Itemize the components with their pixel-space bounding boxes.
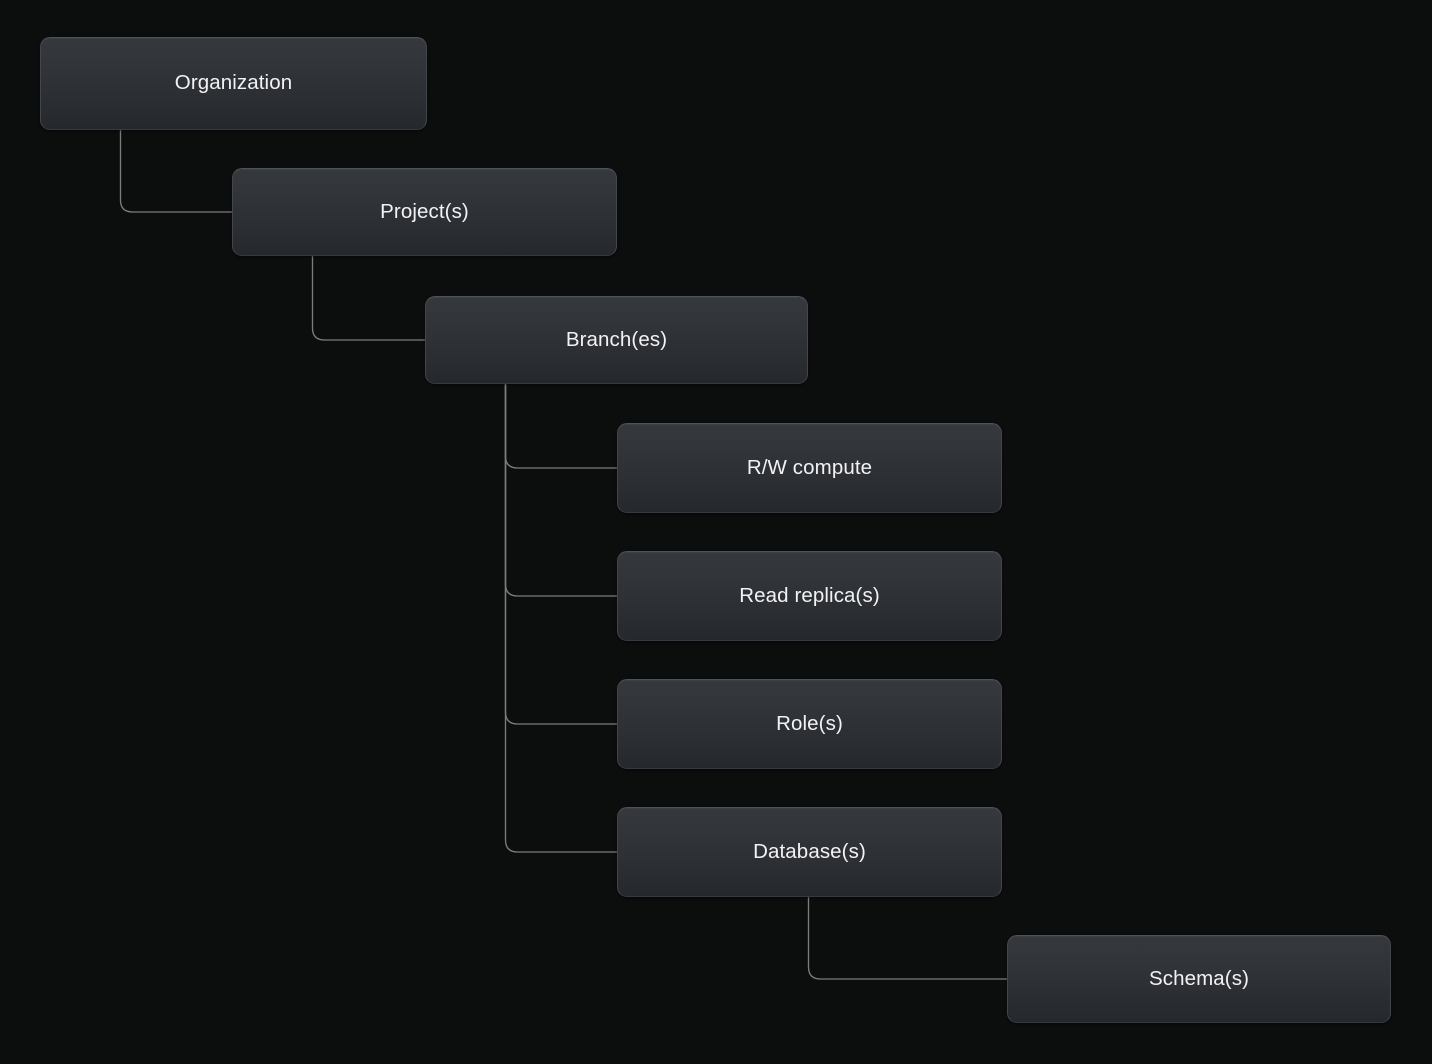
node-read-replica[interactable]: Read replica(s) [617, 551, 1002, 641]
edge-branch-to-database [504, 383, 618, 853]
node-database[interactable]: Database(s) [617, 807, 1002, 897]
node-label-schema: Schema(s) [1148, 966, 1249, 990]
edge-project-to-branch [311, 255, 426, 341]
node-rw-compute[interactable]: R/W compute [617, 423, 1002, 513]
edge-branch-to-role [504, 383, 618, 725]
node-schema[interactable]: Schema(s) [1007, 935, 1391, 1023]
node-role[interactable]: Role(s) [617, 679, 1002, 769]
node-project[interactable]: Project(s) [232, 168, 617, 256]
node-label-branch: Branch(es) [565, 327, 668, 351]
node-organization[interactable]: Organization [40, 37, 427, 130]
node-label-read-replica: Read replica(s) [739, 583, 880, 607]
node-label-organization: Organization [174, 71, 293, 95]
edge-organization-to-project [119, 129, 233, 213]
node-label-project: Project(s) [380, 199, 469, 223]
edge-branch-to-rw-compute [504, 383, 618, 469]
edge-database-to-schema [807, 896, 1008, 980]
edge-branch-to-read-replica [504, 383, 618, 597]
node-branch[interactable]: Branch(es) [425, 296, 808, 384]
node-label-database: Database(s) [753, 839, 866, 863]
node-label-role: Role(s) [776, 711, 843, 735]
node-label-rw-compute: R/W compute [746, 455, 873, 479]
